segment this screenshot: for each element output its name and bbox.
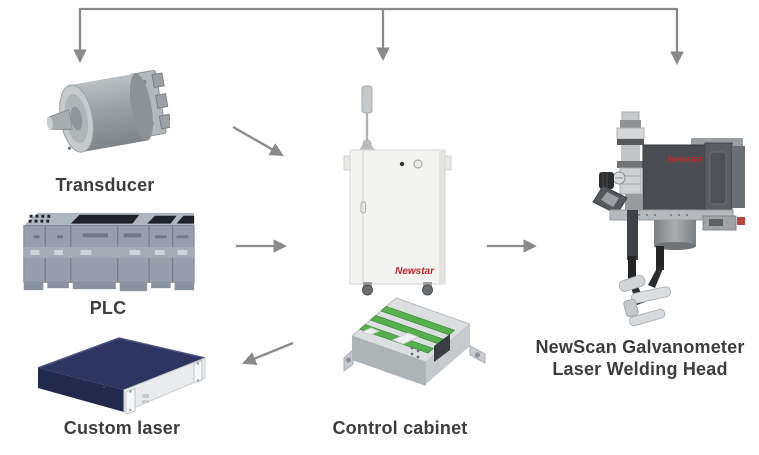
controller-module-image: [338, 288, 488, 406]
cabinet-brand-logo: Newstar: [395, 266, 435, 277]
welding-head-image: Newstar: [573, 110, 748, 332]
cabinet-to-laser-arrow: [242, 341, 294, 365]
transducer-image: [40, 64, 170, 162]
control-cabinet-label: Control cabinet: [332, 418, 468, 438]
feedback-bus-line: [73, 7, 684, 66]
custom-laser-label: Custom laser: [63, 418, 181, 438]
custom-laser-image: [24, 330, 219, 418]
welding-head-label-line1: NewScan Galvanometer: [535, 337, 745, 357]
head-brand-logo: Newstar: [667, 154, 703, 164]
plc-image: [14, 204, 200, 298]
welding-head-label-line2: Laser Welding Head: [552, 359, 728, 379]
control-cabinet-image: Newstar: [342, 84, 452, 296]
welding-head-label: NewScan Galvanometer Laser Welding Head: [525, 336, 755, 380]
transducer-to-cabinet-arrow: [232, 126, 284, 157]
plc-label: PLC: [89, 298, 127, 318]
transducer-label: Transducer: [55, 175, 155, 195]
